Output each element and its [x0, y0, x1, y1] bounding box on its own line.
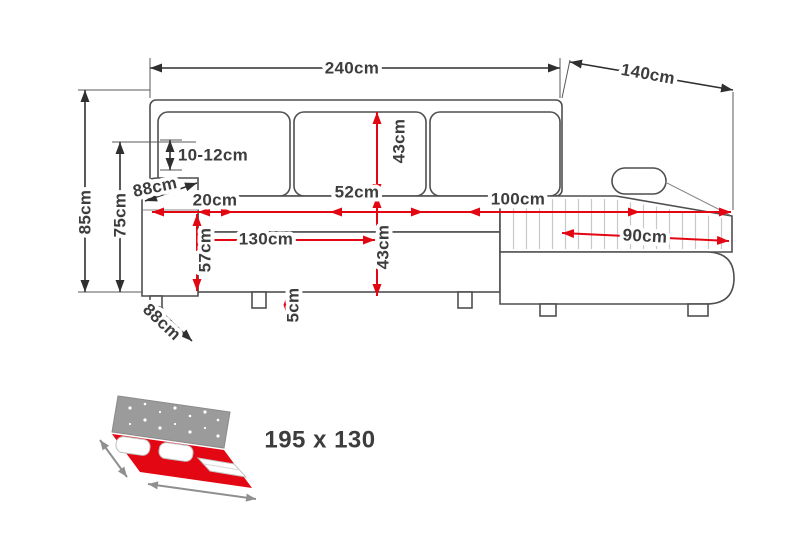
bed-blanket-fold	[203, 463, 241, 471]
label-sleeping-area: 195 x 130	[264, 427, 375, 454]
label-back-cushion-width: 52cm	[335, 183, 380, 202]
black-dimension-lines	[78, 58, 734, 342]
red-line-90	[561, 229, 730, 245]
bed-length-arrow	[147, 481, 257, 502]
headboard-star-dots	[128, 402, 220, 438]
dim-88-depth	[151, 302, 193, 342]
foot-front-1	[251, 291, 267, 309]
label-total-height: 85cm	[76, 190, 95, 235]
label-back-cushion-height: 43cm	[390, 119, 409, 164]
right-armrest	[611, 167, 667, 195]
label-seat-depth: 43cm	[374, 225, 393, 270]
dimension-labels: 240cm 140cm 85cm 75cm 10-12cm 88cm 20cm …	[72, 55, 681, 349]
label-backrest-height: 75cm	[111, 193, 130, 238]
label-chaise-seat-length: 90cm	[622, 225, 668, 246]
sofa-drawing	[141, 99, 735, 317]
foot-front-2	[457, 291, 473, 309]
label-headrest-thickness: 10-12cm	[178, 146, 248, 165]
ext-140-left	[561, 59, 571, 99]
label-armrest-width: 20cm	[193, 191, 238, 210]
chaise-front-face	[499, 251, 735, 305]
foot-chaise-left	[539, 303, 557, 317]
label-seat-front-height: 57cm	[196, 228, 215, 273]
dim-140	[569, 59, 734, 93]
label-leg-height: 5cm	[284, 288, 303, 323]
bed-headboard	[111, 395, 231, 449]
label-side-depth: 140cm	[620, 60, 677, 88]
bed-width-arrow	[99, 439, 128, 478]
sofa-feet	[149, 291, 709, 317]
label-chaise-width: 100cm	[491, 190, 545, 209]
dim-88-armtop	[144, 182, 198, 202]
label-seat-width: 130cm	[239, 230, 293, 249]
bed-pillow-2	[158, 442, 194, 462]
foot-chaise-right	[687, 303, 709, 317]
bed-function-icon: 195 x 130	[99, 395, 379, 502]
back-cushions	[157, 111, 561, 197]
red-dimension-lines	[152, 112, 731, 317]
back-cushion-3-ribs	[429, 111, 561, 197]
label-total-width: 240cm	[325, 59, 379, 78]
